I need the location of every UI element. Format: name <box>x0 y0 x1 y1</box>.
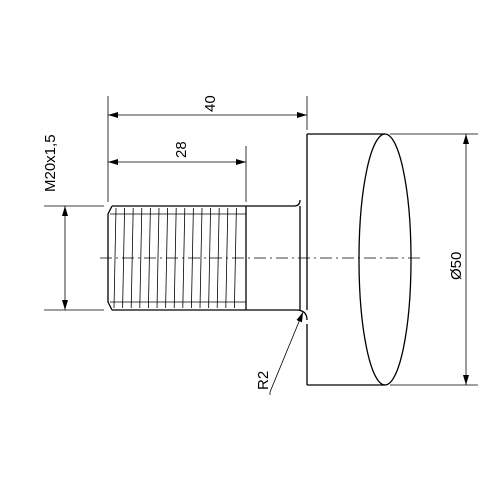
fillet-radius-label: R2 <box>255 371 272 390</box>
thread-length-label: 28 <box>173 141 190 158</box>
dimension-lines <box>62 112 469 395</box>
head-diameter-label: Ø50 <box>448 252 465 280</box>
thread-spec-label: M20x1,5 <box>42 134 59 192</box>
thread-line <box>199 207 203 309</box>
thread-line <box>156 207 160 309</box>
extension-lines <box>44 96 478 386</box>
thread-line <box>208 207 211 309</box>
thread-line <box>113 207 117 309</box>
overall-length-label: 40 <box>202 95 219 112</box>
screw-head <box>306 133 412 386</box>
screw-neck <box>245 199 308 321</box>
thread-line <box>139 207 143 309</box>
